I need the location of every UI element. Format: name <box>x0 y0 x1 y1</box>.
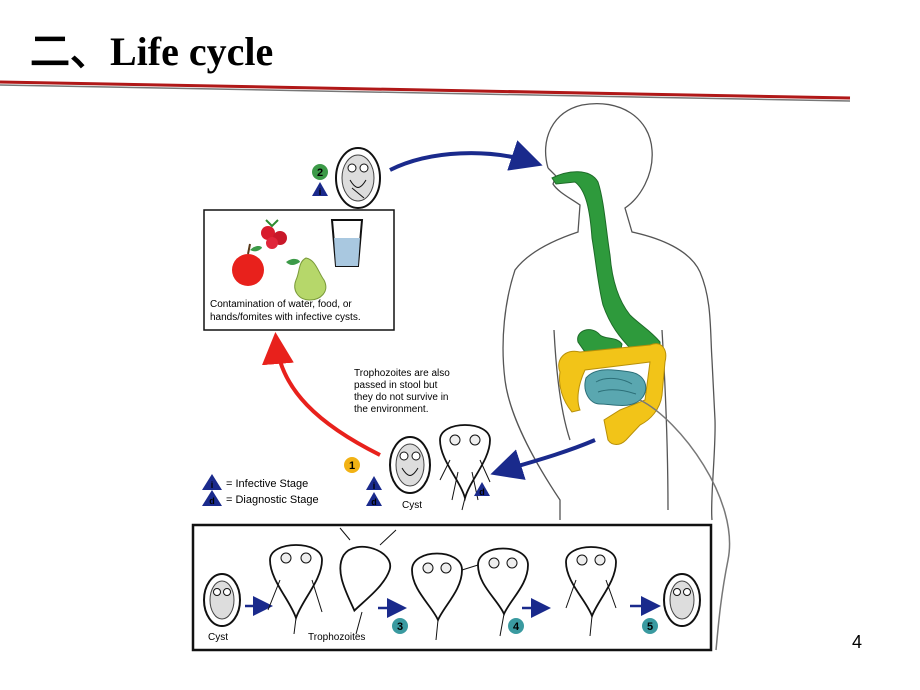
legend-diagnostic-symbol-text: d <box>209 496 215 506</box>
infective-marker-step-1 <box>366 476 382 490</box>
human-body-outline <box>502 103 716 521</box>
panel-cyst-label: Cyst <box>208 632 228 643</box>
trophozoite-note-line-3: they do not survive in <box>354 392 449 403</box>
trophozoite-note-line-2: passed in stool but <box>354 380 438 391</box>
gi-tract <box>551 171 667 445</box>
contamination-text-line-2: hands/fomites with infective cysts. <box>210 312 361 323</box>
stool-line <box>639 399 731 651</box>
diagnostic-marker-step-1 <box>366 492 382 506</box>
step-5-label: 5 <box>647 621 653 633</box>
infective-cyst-top <box>335 147 381 209</box>
diagnostic-marker-trophozoite <box>474 482 490 496</box>
step-4-label: 4 <box>513 621 520 633</box>
apple-icon <box>232 243 264 286</box>
step-4-badge <box>508 618 524 634</box>
step-3-badge <box>392 618 408 634</box>
step-2-badge <box>312 164 328 180</box>
legend-diagnostic-label: = Diagnostic Stage <box>226 494 319 506</box>
panel-cyst <box>203 573 241 627</box>
slide-title: 二、Life cycle <box>30 29 274 74</box>
infective-marker-step-1-symbol: i <box>373 481 376 491</box>
diagnostic-marker-step-1-symbol: d <box>371 497 377 507</box>
legend-infective-symbol-text: i <box>211 480 214 490</box>
trophozoite-stage-1 <box>439 424 491 511</box>
infective-stage-marker <box>312 182 328 196</box>
cyst-stage-1 <box>389 436 431 494</box>
pear-icon <box>286 257 327 301</box>
raspberries-icon <box>261 219 287 249</box>
panel-dividing-trophozoites <box>411 547 529 641</box>
step-1-badge <box>344 457 360 473</box>
trophozoite-note-line-1: Trophozoites are also <box>354 368 450 379</box>
title-underline <box>0 80 851 102</box>
legend-infective-symbol <box>202 474 222 490</box>
panel-trophozoite-1 <box>267 544 323 635</box>
legend-infective-label: = Infective Stage <box>226 478 308 490</box>
step-2-label: 2 <box>317 167 323 179</box>
infective-stage-symbol: i <box>319 187 322 197</box>
step-1-label: 1 <box>349 460 355 472</box>
diagnostic-marker-trophozoite-symbol: d <box>479 487 485 497</box>
step-5-badge <box>642 618 658 634</box>
panel-trophozoite-3 <box>565 546 617 637</box>
step-3-label: 3 <box>397 621 403 633</box>
panel-cyst-final <box>663 573 701 627</box>
passed-in-stool-arrow <box>490 438 596 480</box>
panel-trophozoites-label: Trophozoites <box>308 632 365 643</box>
page-number: 4 <box>852 632 863 652</box>
contamination-arrow <box>261 332 381 457</box>
contamination-text-line-1: Contamination of water, food, or <box>210 299 352 310</box>
trophozoite-note-line-4: the environment. <box>354 404 429 415</box>
water-glass-icon <box>330 219 364 267</box>
ingestion-arrow <box>389 140 543 172</box>
legend-diagnostic-symbol <box>202 490 222 506</box>
cyst-label: Cyst <box>402 500 422 511</box>
panel-trophozoite-2 <box>339 527 397 635</box>
